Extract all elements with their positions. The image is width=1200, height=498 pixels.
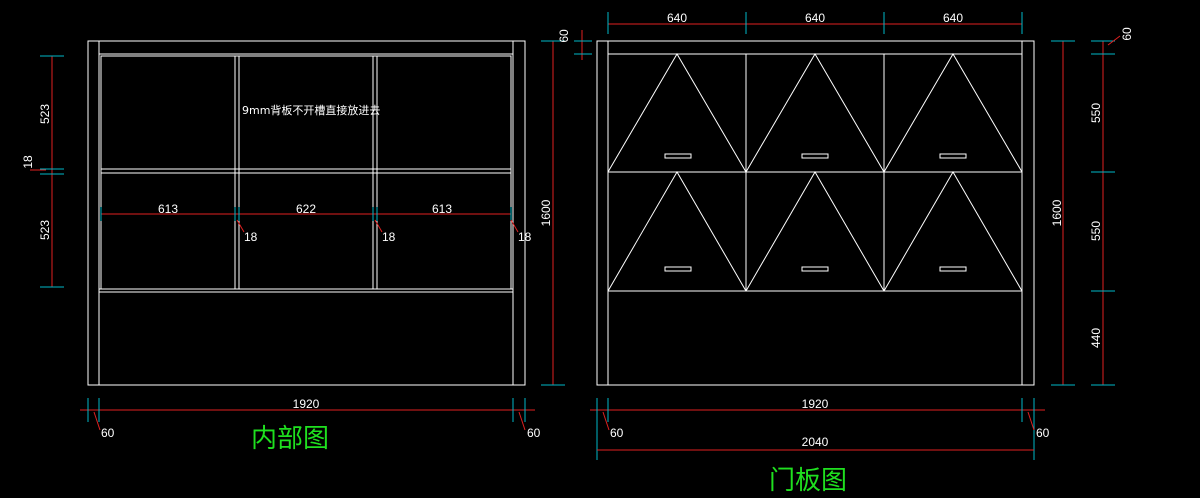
left-height-dimension: 1600 xyxy=(539,40,565,386)
dim-60-right-a: 60 xyxy=(610,426,624,440)
cabinet-outline xyxy=(87,40,526,386)
left-vertical-dimensions: 523 18 523 xyxy=(21,55,64,288)
leader-line xyxy=(510,219,519,233)
dim-60-left-a: 60 xyxy=(101,426,115,440)
leader-line xyxy=(236,219,245,233)
dim-613-right: 613 xyxy=(432,202,452,216)
door-swing-triangle xyxy=(883,171,1023,292)
door-handle xyxy=(664,153,692,159)
door-right-dimensions: 60 550 550 440 xyxy=(1089,27,1134,386)
dim-60-right-b: 60 xyxy=(1036,426,1050,440)
interior-title: 内部图 xyxy=(251,424,329,454)
door-handle xyxy=(801,266,829,272)
door-handle xyxy=(939,153,967,159)
door-cabinet-outline xyxy=(596,40,1035,386)
door-top-left-dimension: 60 xyxy=(557,29,592,60)
door-title: 门板图 xyxy=(769,466,847,496)
door-height-dimension: 1600 xyxy=(1050,40,1075,386)
dim-640-2: 640 xyxy=(805,11,825,25)
door-handle xyxy=(801,153,829,159)
door-swing-triangle xyxy=(745,171,885,292)
leader-line xyxy=(1027,411,1035,431)
leader-line xyxy=(374,219,383,233)
dim-622: 622 xyxy=(296,202,316,216)
door-swing-triangle xyxy=(607,171,747,292)
dim-440: 440 xyxy=(1089,328,1103,348)
gap-18-1: 18 xyxy=(244,230,258,244)
dim-1920-right: 1920 xyxy=(802,397,829,411)
dim-640-3: 640 xyxy=(943,11,963,25)
door-swing-triangle xyxy=(607,53,747,173)
dim-60-top-left: 60 xyxy=(557,29,571,43)
interior-drawing xyxy=(87,40,526,386)
dim-60-top-right: 60 xyxy=(1120,27,1134,41)
dim-523-top: 523 xyxy=(38,104,52,124)
left-width-dimension: 1920 60 60 xyxy=(80,397,541,440)
door-swing-triangle xyxy=(883,53,1023,173)
dim-550-bottom: 550 xyxy=(1089,221,1103,241)
door-handle xyxy=(664,266,692,272)
leader-line xyxy=(93,411,101,431)
back-panel-note: 9mm背板不开槽直接放进去 xyxy=(242,103,380,117)
dim-550-top: 550 xyxy=(1089,103,1103,123)
leader-line xyxy=(1107,35,1121,46)
dim-1600-right: 1600 xyxy=(1050,199,1064,226)
dim-1920-left: 1920 xyxy=(293,397,320,411)
door-top-dimensions: 640 640 640 xyxy=(607,11,1023,34)
dim-60-left-b: 60 xyxy=(527,426,541,440)
dim-2040: 2040 xyxy=(802,435,829,449)
gap-18-3: 18 xyxy=(518,230,532,244)
dim-1600-left: 1600 xyxy=(539,199,553,226)
door-width-dimensions: 1920 60 60 2040 xyxy=(590,397,1050,460)
left-horizontal-dimensions: 613 622 613 18 18 18 xyxy=(100,202,532,244)
leader-line xyxy=(518,411,526,431)
dim-640-1: 640 xyxy=(667,11,687,25)
door-swing-triangle xyxy=(745,53,885,173)
gap-18-2: 18 xyxy=(382,230,396,244)
dim-18: 18 xyxy=(21,155,35,169)
door-drawing xyxy=(596,40,1035,386)
leader-line xyxy=(602,411,610,431)
dim-523-bottom: 523 xyxy=(38,220,52,240)
door-handle xyxy=(939,266,967,272)
dim-613-left: 613 xyxy=(158,202,178,216)
